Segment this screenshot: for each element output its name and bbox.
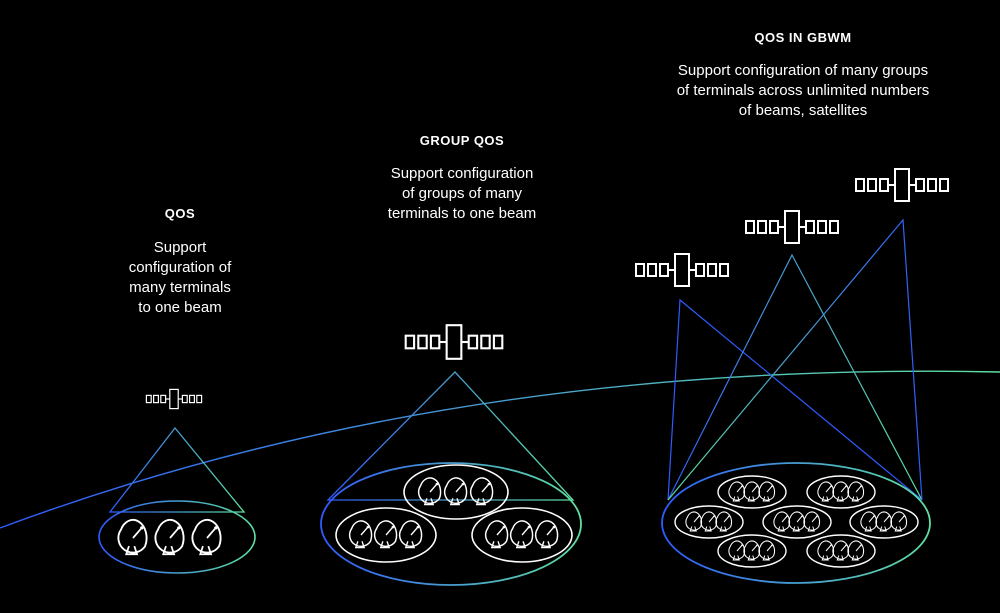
gbwm-title: QOS IN GBWM xyxy=(754,30,852,45)
gbwm-desc-line: Support configuration of many groups xyxy=(677,62,929,79)
group-qos-panel-graphic xyxy=(320,324,582,586)
group-qos-title: GROUP QOS xyxy=(419,133,505,148)
terminal-group xyxy=(471,507,573,563)
satellite-dish-icon xyxy=(509,520,534,549)
satellite-dish-icon xyxy=(117,518,148,556)
terminal-group xyxy=(849,505,919,539)
group-qos-beam-footprint xyxy=(320,462,582,586)
terminal-group xyxy=(806,475,876,509)
group-qos-desc-line: Support configuration xyxy=(390,165,534,182)
qos-desc-line: many terminals xyxy=(129,279,231,296)
qos-title: QOS xyxy=(164,206,196,221)
gbwm-panel-graphic xyxy=(635,168,949,584)
satellite-icon xyxy=(145,388,203,410)
satellite-icon xyxy=(404,324,504,360)
terminal-group xyxy=(403,464,509,520)
satellite-icon xyxy=(745,210,839,244)
gbwm-beam-footprint xyxy=(661,462,931,584)
terminal-group xyxy=(717,534,787,568)
group-qos-desc-line: terminals to one beam xyxy=(387,205,537,222)
satellite-dish-icon xyxy=(398,520,423,549)
satellite-icon xyxy=(855,168,949,202)
terminal-group xyxy=(806,534,876,568)
group-qos-desc-line: of groups of many xyxy=(401,185,523,202)
qos-description: Support configuration of many terminals … xyxy=(95,238,265,318)
qos-panel-label: QOS Support configuration of many termin… xyxy=(95,206,265,318)
satellite-dish-icon xyxy=(154,518,185,556)
satellite-dish-icon xyxy=(373,520,398,549)
satellite-dish-icon xyxy=(348,520,373,549)
satellite-icon xyxy=(635,253,729,287)
terminal-group xyxy=(717,475,787,509)
earth-horizon-arc xyxy=(0,370,1000,529)
gbwm-panel-label: QOS IN GBWM Support configuration of man… xyxy=(623,30,983,121)
qos-desc-line: configuration of xyxy=(128,259,232,276)
group-qos-panel-label: GROUP QOS Support configuration of group… xyxy=(352,133,572,224)
qos-beam-footprint xyxy=(98,500,256,574)
terminal-group xyxy=(335,507,437,563)
group-qos-description: Support configuration of groups of many … xyxy=(352,164,572,224)
gbwm-beam xyxy=(667,298,923,501)
satellite-dish-icon xyxy=(534,520,559,549)
gbwm-desc-line: of terminals across unlimited numbers xyxy=(676,82,930,99)
terminal-group xyxy=(762,505,832,539)
gbwm-beam xyxy=(667,253,923,501)
gbwm-desc-line: of beams, satellites xyxy=(738,102,868,119)
gbwm-beam xyxy=(667,218,923,501)
satellite-dish-icon xyxy=(484,520,509,549)
terminal-group xyxy=(674,505,744,539)
satellite-dish-icon xyxy=(191,518,222,556)
group-qos-beam-cone xyxy=(326,371,575,501)
qos-panel-graphic xyxy=(98,388,256,574)
qos-beam-cone xyxy=(108,426,246,513)
qos-desc-line: Support xyxy=(153,239,207,256)
gbwm-description: Support configuration of many groups of … xyxy=(623,61,983,121)
qos-desc-line: to one beam xyxy=(138,299,222,316)
